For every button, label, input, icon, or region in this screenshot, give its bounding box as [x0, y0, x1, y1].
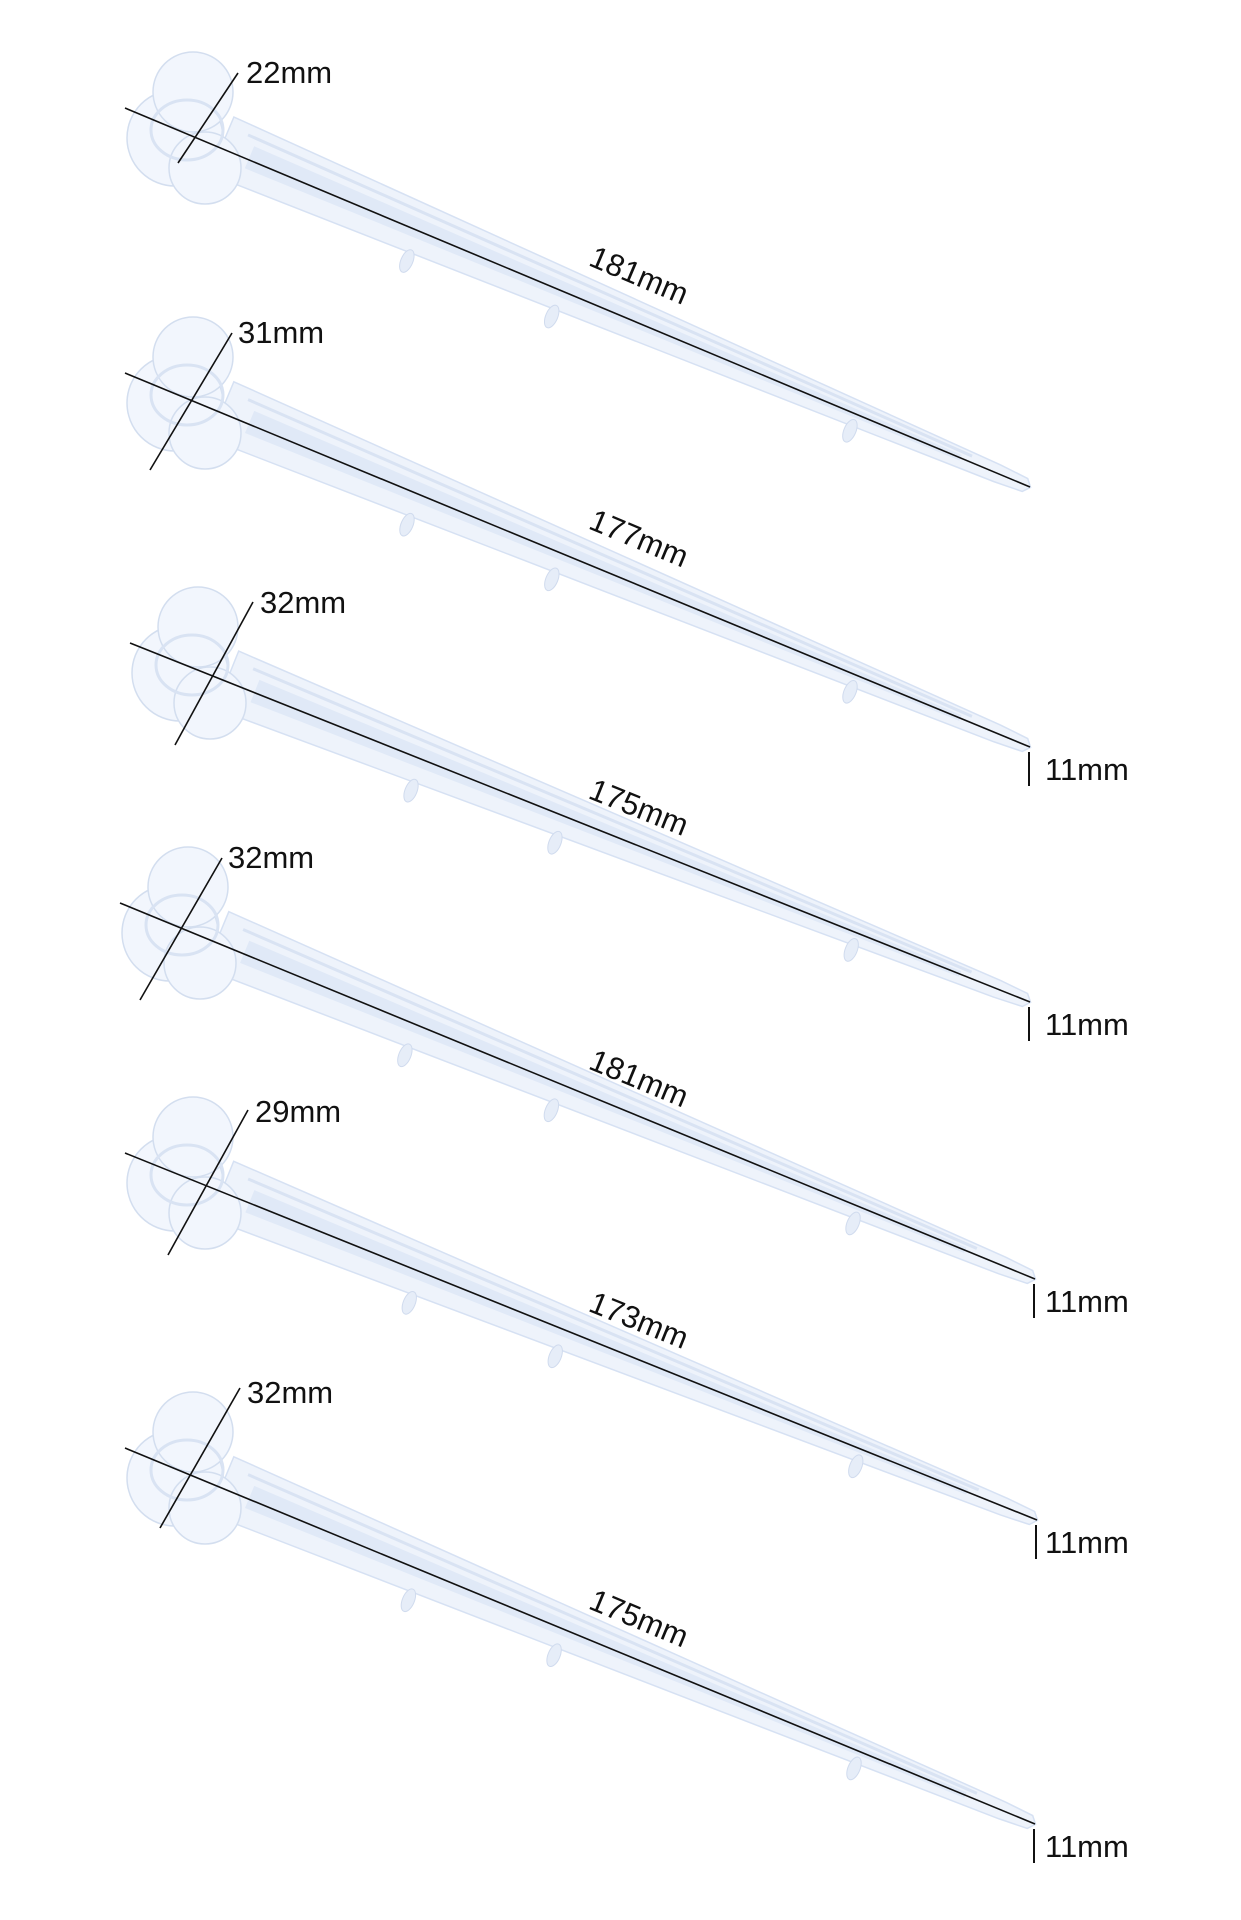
- handle-cavity: [149, 1143, 225, 1207]
- mold-groove: [245, 1485, 967, 1798]
- mold-body: [204, 910, 1037, 1285]
- mold-handle: [121, 846, 237, 1000]
- mold-peg-3: [848, 1454, 864, 1479]
- mold-peg-1: [397, 1043, 413, 1068]
- handle-lobe: [168, 1471, 242, 1545]
- mold-edge: [252, 667, 973, 974]
- mold-edge: [247, 1177, 980, 1492]
- head-size-label: 22mm: [246, 55, 332, 90]
- mold-peg-3: [843, 938, 859, 962]
- mold-peg-2: [544, 567, 560, 592]
- length-dimension-line: [124, 107, 1031, 488]
- mold-groove: [244, 146, 962, 461]
- mold-body: [209, 1455, 1037, 1830]
- tip-size-label: 11mm: [1045, 752, 1129, 787]
- head-dimension-line: [149, 332, 233, 471]
- head-dimension-line: [174, 601, 254, 746]
- mold-edge: [247, 398, 973, 718]
- length-dimension-line: [129, 642, 1031, 1003]
- mold-peg-1: [399, 512, 415, 537]
- mold-peg-1: [403, 778, 419, 803]
- mold-groove: [244, 410, 962, 721]
- mold-peg-3: [842, 418, 858, 443]
- handle-lobe: [147, 846, 229, 928]
- mold-peg-3: [842, 679, 858, 704]
- mold-edge: [247, 133, 973, 458]
- head-size-label: 32mm: [260, 585, 346, 620]
- handle-lobe: [173, 666, 247, 740]
- head-dimension-line: [139, 857, 223, 1001]
- handle-lobe: [168, 1176, 242, 1250]
- length-dimension-line: [124, 372, 1031, 748]
- head-size-label: 32mm: [247, 1375, 333, 1410]
- head-size-label: 32mm: [228, 840, 314, 875]
- mold-handle: [131, 586, 247, 740]
- handle-cavity: [144, 893, 220, 957]
- length-dimension-line: [119, 902, 1036, 1280]
- tip-size-label: 11mm: [1045, 1007, 1129, 1042]
- mold-peg-2: [543, 304, 560, 329]
- mold-peg-1: [400, 1588, 417, 1613]
- mold-handle: [126, 316, 242, 470]
- mold-peg-2: [543, 1098, 560, 1123]
- tip-size-label: 11mm: [1045, 1829, 1129, 1864]
- mold-peg-2: [546, 1643, 562, 1668]
- handle-lobe: [168, 131, 242, 205]
- mold-peg-2: [547, 830, 563, 855]
- handle-lobe: [157, 586, 239, 668]
- mold-edge: [247, 1473, 978, 1795]
- mold-peg-2: [547, 1344, 563, 1369]
- mold-peg-1: [399, 249, 415, 273]
- mold-handle: [126, 1096, 242, 1250]
- handle-lobe: [163, 926, 237, 1000]
- mold-body: [214, 650, 1032, 1008]
- handle-cavity: [149, 363, 225, 427]
- mold-body: [209, 380, 1032, 753]
- handle-lobe: [152, 51, 234, 133]
- handle-lobe: [152, 1391, 234, 1473]
- mold-edge: [242, 928, 978, 1250]
- mold-peg-1: [401, 1291, 417, 1315]
- mold-peg-3: [846, 1756, 862, 1781]
- handle-cavity: [154, 633, 230, 697]
- length-dimension-line: [124, 1447, 1036, 1825]
- handle-lobe: [168, 396, 242, 470]
- head-dimension-line: [167, 1109, 249, 1256]
- mold-body: [208, 116, 1032, 493]
- mold-groove: [245, 1190, 969, 1495]
- head-dimension-line: [159, 1387, 241, 1529]
- head-dimension-line: [177, 72, 239, 164]
- mold-handle: [126, 51, 242, 205]
- head-size-label: 31mm: [238, 315, 324, 350]
- mold-groove: [250, 679, 962, 977]
- mold-handle: [126, 1391, 242, 1545]
- handle-cavity: [149, 98, 225, 162]
- head-size-label: 29mm: [255, 1094, 341, 1129]
- length-dimension-line: [124, 1152, 1038, 1521]
- mold-peg-3: [845, 1211, 861, 1236]
- tip-size-label: 11mm: [1045, 1525, 1129, 1560]
- handle-cavity: [149, 1438, 225, 1502]
- mold-groove: [240, 940, 967, 1253]
- mold-body: [209, 1160, 1039, 1526]
- tip-size-label: 11mm: [1045, 1284, 1129, 1319]
